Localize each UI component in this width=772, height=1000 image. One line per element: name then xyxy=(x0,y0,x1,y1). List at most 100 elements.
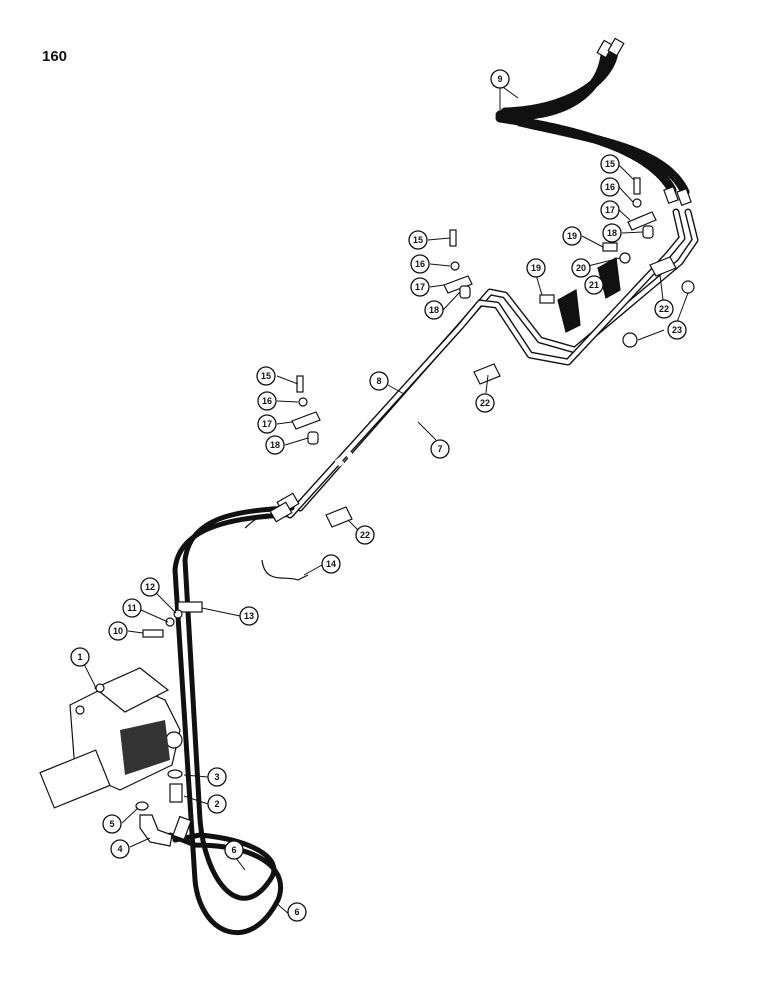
svg-text:23: 23 xyxy=(672,325,682,335)
control-valve xyxy=(39,667,183,809)
tie-strap-curve xyxy=(244,513,276,529)
spacer-18a xyxy=(642,225,654,239)
callout-18: 18 xyxy=(424,300,444,320)
bolt-10 xyxy=(142,629,164,638)
washer-11 xyxy=(165,617,175,627)
elbow-fitting-4 xyxy=(139,814,173,847)
svg-text:18: 18 xyxy=(270,440,280,450)
valve-fittings xyxy=(135,769,192,847)
svg-text:8: 8 xyxy=(376,376,381,386)
svg-text:21: 21 xyxy=(589,280,599,290)
hose-lower-b xyxy=(515,117,690,197)
callout-15: 15 xyxy=(408,230,428,250)
callout-9: 9 xyxy=(490,69,510,89)
hose-clamp xyxy=(177,601,203,613)
svg-text:17: 17 xyxy=(262,419,272,429)
pad-22c xyxy=(325,506,353,528)
svg-text:17: 17 xyxy=(415,282,425,292)
hose-fitting-top-b xyxy=(607,37,625,57)
bracket-plate-left xyxy=(557,289,581,333)
callout-17: 17 xyxy=(257,414,277,434)
bolt-19a xyxy=(602,242,618,252)
callout-11: 11 xyxy=(122,598,142,618)
callout-22: 22 xyxy=(654,299,674,319)
washer-16c xyxy=(298,397,308,407)
svg-text:2: 2 xyxy=(214,799,219,809)
svg-text:16: 16 xyxy=(605,182,615,192)
callout-10: 10 xyxy=(108,621,128,641)
callout-18: 18 xyxy=(602,223,622,243)
callout-17: 17 xyxy=(410,277,430,297)
callout-23: 23 xyxy=(667,320,687,340)
svg-text:3: 3 xyxy=(214,772,219,782)
svg-text:5: 5 xyxy=(109,819,114,829)
bolt-19b xyxy=(539,294,555,304)
valve-shading xyxy=(120,720,170,775)
svg-text:15: 15 xyxy=(261,371,271,381)
callout-6: 6 xyxy=(224,840,244,860)
valve-top xyxy=(93,667,170,713)
svg-text:20: 20 xyxy=(576,263,586,273)
svg-text:1: 1 xyxy=(77,652,82,662)
valve-port xyxy=(165,731,183,749)
svg-text:22: 22 xyxy=(659,304,669,314)
clamp-17c xyxy=(291,411,321,430)
svg-text:15: 15 xyxy=(413,235,423,245)
bracket-plate-21 xyxy=(597,257,621,299)
callout-16: 16 xyxy=(410,254,430,274)
small-hardware xyxy=(142,559,309,638)
spacer-18c xyxy=(307,431,319,445)
steel-tubes xyxy=(286,208,699,519)
svg-text:9: 9 xyxy=(497,74,502,84)
callout-12: 12 xyxy=(140,577,160,597)
callout-7: 7 xyxy=(430,439,450,459)
tie-strap-14 xyxy=(261,559,309,581)
page-number: 160 xyxy=(42,48,68,65)
hose-fitting-bottom-a xyxy=(663,185,679,205)
svg-text:19: 19 xyxy=(531,263,541,273)
svg-text:11: 11 xyxy=(127,603,137,613)
clamp-17b xyxy=(443,275,473,294)
hose-fitting-6 xyxy=(172,815,192,841)
svg-text:17: 17 xyxy=(605,205,615,215)
callout-1: 1 xyxy=(70,647,90,667)
callout-15: 15 xyxy=(256,366,276,386)
svg-text:22: 22 xyxy=(360,530,370,540)
svg-text:19: 19 xyxy=(567,231,577,241)
callout-15: 15 xyxy=(600,154,620,174)
flexible-hoses xyxy=(495,37,692,207)
callout-22: 22 xyxy=(355,525,375,545)
svg-text:4: 4 xyxy=(117,844,122,854)
valve-bolt-a xyxy=(75,705,85,715)
callout-18: 18 xyxy=(265,435,285,455)
callout-4: 4 xyxy=(110,839,130,859)
hose-fitting-bottom-b xyxy=(676,187,692,207)
washer-12 xyxy=(173,609,183,619)
o-ring-5 xyxy=(135,801,149,811)
callout-5: 5 xyxy=(102,814,122,834)
bolt-15b xyxy=(449,229,457,247)
callout-19: 19 xyxy=(526,258,546,278)
svg-text:14: 14 xyxy=(326,559,336,569)
nut-23a xyxy=(681,280,695,294)
svg-text:10: 10 xyxy=(113,626,123,636)
callout-21: 21 xyxy=(584,275,604,295)
washer-16a xyxy=(632,198,642,208)
hose-loop-outer xyxy=(167,512,288,936)
tube-line-b xyxy=(287,209,685,518)
svg-text:18: 18 xyxy=(607,228,617,238)
tube-break-gap xyxy=(344,450,355,460)
svg-text:15: 15 xyxy=(605,159,615,169)
callout-2: 2 xyxy=(207,794,227,814)
tube-line-a-outline xyxy=(296,208,699,512)
callout-3: 3 xyxy=(207,767,227,787)
washer-16b xyxy=(450,261,460,271)
svg-text:7: 7 xyxy=(437,444,442,454)
callout-8: 8 xyxy=(369,371,389,391)
callout-16: 16 xyxy=(600,177,620,197)
pad-22a xyxy=(649,256,677,277)
callout-22: 22 xyxy=(475,393,495,413)
o-ring-3 xyxy=(167,769,183,779)
callout-6: 6 xyxy=(287,902,307,922)
svg-text:6: 6 xyxy=(294,907,299,917)
